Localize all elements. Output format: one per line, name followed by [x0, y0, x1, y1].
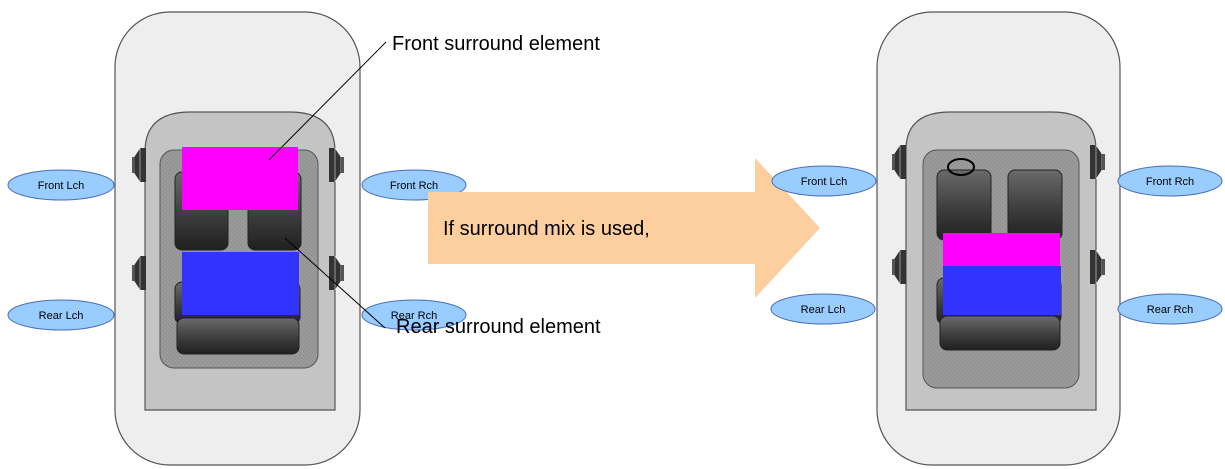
speaker-label-rear-right: Rear Rch: [361, 299, 467, 331]
speaker-label-text: Front Lch: [38, 180, 84, 192]
callout-rear: Rear surround element: [284, 237, 601, 338]
speaker-label-front-left: Front Lch: [771, 165, 877, 197]
listener-head-icon: [947, 158, 975, 176]
rear-surround-element: [182, 252, 299, 315]
speaker-icon: [132, 255, 146, 291]
speaker-icon: [132, 147, 146, 183]
transition-arrow: If surround mix is used,: [428, 158, 820, 298]
left-car: Front Lch Rear Lch Front Rch Rear Rch: [7, 11, 467, 466]
speaker-icon: [892, 249, 906, 285]
callout-front: Front surround element: [268, 33, 600, 161]
speaker-label-text: Front Rch: [390, 180, 438, 192]
seat-front-right: [1007, 169, 1063, 241]
front-surround-element: [943, 233, 1060, 267]
seat-rear-backrest: [939, 315, 1061, 351]
speaker-label-rear-left: Rear Lch: [770, 293, 876, 325]
arrow-text: If surround mix is used,: [443, 218, 650, 240]
callout-front-text: Front surround element: [392, 33, 600, 55]
speaker-label-text: Front Rch: [1146, 176, 1194, 188]
speaker-label-rear-left: Rear Lch: [7, 299, 115, 331]
seat-front-left: [936, 169, 992, 241]
speaker-icon: [329, 147, 344, 183]
callout-rear-text: Rear surround element: [396, 316, 601, 338]
right-car: Front Lch Rear Lch Front Rch Rear Rch: [770, 11, 1223, 466]
front-surround-element: [182, 147, 298, 210]
speaker-icon: [1090, 249, 1105, 285]
speaker-icon: [1090, 144, 1105, 180]
speaker-label-text: Rear Lch: [801, 304, 846, 316]
speaker-label-text: Rear Rch: [1147, 304, 1193, 316]
seat-rear-backrest: [176, 317, 300, 355]
speaker-label-text: Front Lch: [801, 176, 847, 188]
rear-surround-element: [943, 266, 1061, 315]
speaker-icon: [892, 144, 906, 180]
speaker-label-text: Rear Rch: [391, 310, 437, 322]
speaker-label-rear-right: Rear Rch: [1117, 293, 1223, 325]
speaker-label-front-left: Front Lch: [7, 169, 115, 201]
speaker-label-front-right: Front Rch: [1117, 165, 1223, 197]
speaker-label-text: Rear Lch: [39, 310, 84, 322]
